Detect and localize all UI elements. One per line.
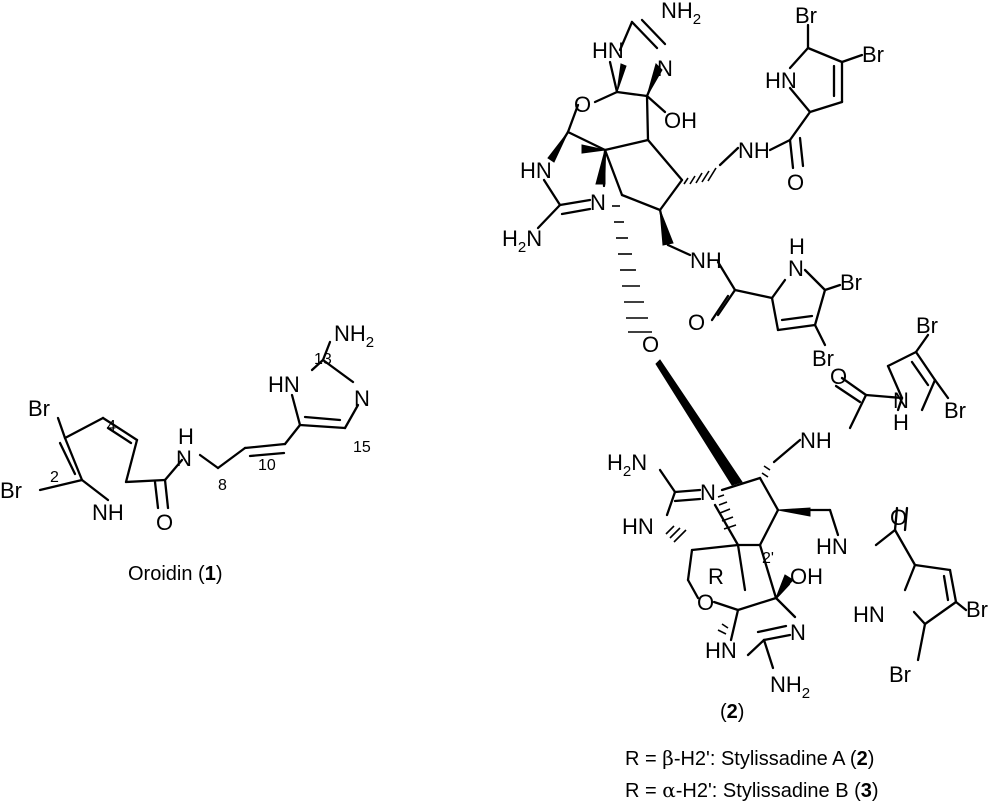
bottom-amide3-nh-label: NH xyxy=(800,428,832,453)
oroidin-locant-4: 4 xyxy=(107,418,116,435)
top-left-n-label: N xyxy=(590,190,606,215)
oroidin-caption: Oroidin (1) xyxy=(128,563,223,585)
oroidin-br2-label: Br xyxy=(0,478,22,503)
oroidin-imidazole-hn-label: HN xyxy=(268,372,300,397)
top-h2n-label: H2N xyxy=(502,226,542,256)
top-n-label: N xyxy=(657,56,673,81)
top-hn-label: HN xyxy=(592,38,624,63)
oroidin-amide-h-label: H xyxy=(178,424,194,449)
stylissadine-caption: (2) xyxy=(720,701,744,723)
top-left-hn-label: HN xyxy=(520,158,552,183)
oroidin-locant-15: 15 xyxy=(353,439,371,456)
top-amide1-o-label: O xyxy=(787,170,804,195)
oroidin-pyrrole-nh-label: NH xyxy=(92,500,124,525)
bottom-locant-2prime: 2' xyxy=(762,550,774,567)
bottom-n-label: N xyxy=(700,480,716,505)
bottom-amide4-hn-label: HN xyxy=(816,534,848,559)
bottom-right-n-label: N xyxy=(790,620,806,645)
bottom-amide4-o-label: O xyxy=(890,505,907,530)
oroidin-locant-8: 8 xyxy=(218,477,227,494)
bottom-stereo-wedges xyxy=(775,507,811,599)
top-pyrrole1-hn-label: HN xyxy=(765,68,797,93)
top-amide2-o-label: O xyxy=(688,310,705,335)
oroidin-br4-label: Br xyxy=(28,396,50,421)
top-stereo-hashes xyxy=(683,167,717,185)
bottom-stereo-hashes xyxy=(665,465,771,635)
oroidin-locant-10: 10 xyxy=(258,457,276,474)
oroidin-imidazole-ring xyxy=(290,340,360,430)
bottom-pyrrole3-n-label: N xyxy=(893,388,909,413)
oroidin-locant-13: 13 xyxy=(314,351,332,368)
oroidin-pyrrole-ring xyxy=(38,416,139,502)
top-pyrrole1-br-b-label: Br xyxy=(862,42,884,67)
bridge-hashed-bond xyxy=(612,205,652,333)
bottom-pyrrole3-br-b-label: Br xyxy=(944,398,966,423)
bottom-h2n-label: H2N xyxy=(607,450,647,480)
top-amide2-nh-label: NH xyxy=(690,248,722,273)
oroidin-nh2-label: NH2 xyxy=(334,321,374,351)
legend-line-stylissadine-b: R = α-H2': Stylissadine B (3) xyxy=(625,778,879,802)
bottom-oh-label: OH xyxy=(790,564,823,589)
top-pyrrole2-h-label: H xyxy=(789,234,805,259)
top-nh2-label: NH2 xyxy=(661,0,701,28)
oroidin-amide-o-label: O xyxy=(156,510,173,535)
oroidin-structure: Br Br NH O H N HN N NH2 2 4 8 10 13 15 O… xyxy=(0,321,374,585)
stylissadine-top-unit: NH2 HN N O OH HN N H2N NH O HN Br Br NH … xyxy=(502,0,884,371)
top-cage-bonds xyxy=(536,18,864,347)
top-stereo-wedges xyxy=(547,63,674,246)
bottom-cage-bonds xyxy=(658,333,968,670)
oroidin-imidazole-n-label: N xyxy=(354,386,370,411)
bottom-pyrrole4-br-b-label: Br xyxy=(889,662,911,687)
bottom-pyrrole4-hn-label: HN xyxy=(853,602,885,627)
bottom-r-label: R xyxy=(708,564,724,589)
top-oh-label: OH xyxy=(664,108,697,133)
bottom-pyrrole3-br-a-label: Br xyxy=(916,313,938,338)
bottom-pyrrole4-br-a-label: Br xyxy=(966,597,988,622)
top-pyrrole2-br-a-label: Br xyxy=(840,270,862,295)
oroidin-side-chain xyxy=(124,423,302,510)
top-pyrrole1-br-a-label: Br xyxy=(795,3,817,28)
bottom-hn-label: HN xyxy=(705,638,737,663)
bottom-amide3-o-label: O xyxy=(830,364,847,389)
bottom-ring-o-label: O xyxy=(697,590,714,615)
bridge-o-label: O xyxy=(642,332,659,357)
ether-bridge: O xyxy=(612,205,743,486)
bridge-wedge-bond xyxy=(655,359,743,486)
stylissadine-bottom-unit: H2N N HN O R 2' OH N HN NH2 O NH Br Br N… xyxy=(607,313,988,723)
legend-line-stylissadine-a: R = β-H2': Stylissadine A (2) xyxy=(625,746,874,770)
top-amide1-nh-label: NH xyxy=(738,138,770,163)
bottom-nh2-label: NH2 xyxy=(770,672,810,702)
bottom-pyrrole3-h-label: H xyxy=(893,410,909,435)
bottom-left-hn-label: HN xyxy=(622,514,654,539)
oroidin-locant-2: 2 xyxy=(50,469,59,486)
top-pyrrole2-br-b-label: Br xyxy=(812,346,834,371)
r-group-legend: R = β-H2': Stylissadine A (2) R = α-H2':… xyxy=(625,746,879,802)
top-ring-o-label: O xyxy=(574,92,591,117)
top-pyrrole2-n-label: N xyxy=(788,256,804,281)
oroidin-amide-n-label: N xyxy=(176,446,192,471)
